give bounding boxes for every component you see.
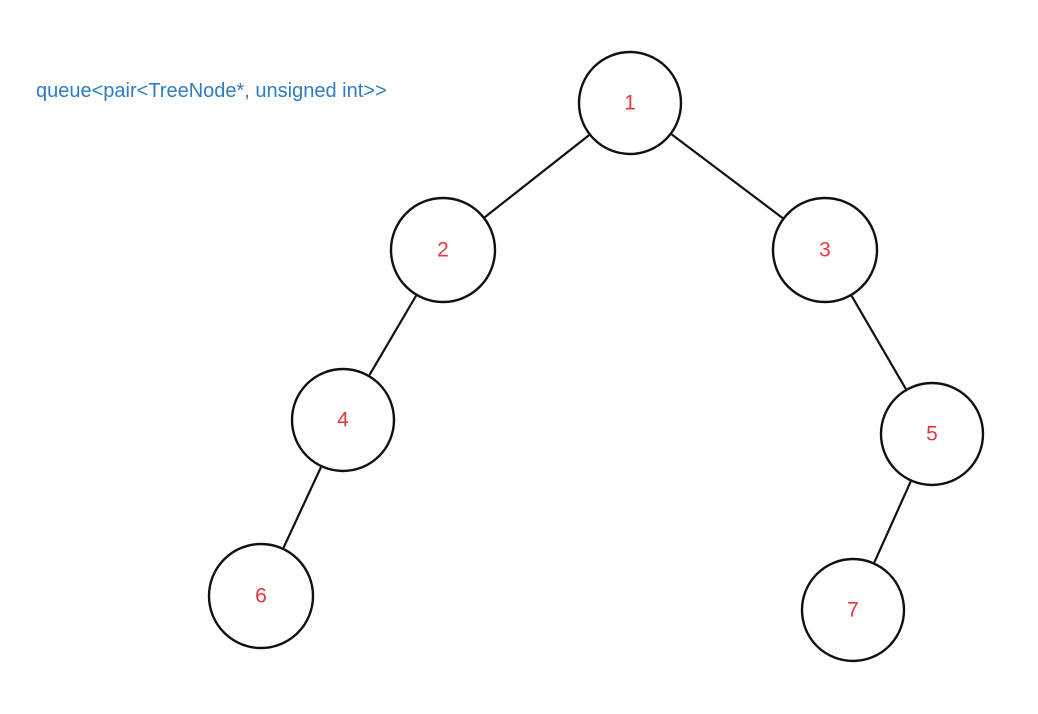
tree-node-3: 3 — [771, 196, 879, 304]
node-circle — [207, 542, 315, 650]
node-circle — [577, 50, 683, 156]
node-circle — [879, 381, 985, 487]
node-label: 1 — [624, 92, 636, 115]
edge-n5-n7 — [873, 481, 912, 563]
node-label: 5 — [926, 423, 938, 446]
queue-type-caption: queue<pair<TreeNode*, unsigned int>> — [36, 80, 387, 102]
tree-node-7: 7 — [800, 557, 906, 663]
node-circle — [800, 557, 906, 663]
node-label: 4 — [337, 409, 349, 432]
node-circle — [290, 367, 396, 473]
tree-nodes: 1 2 3 4 5 6 7 — [207, 50, 985, 663]
edge-n2-n4 — [368, 295, 417, 376]
node-label: 6 — [255, 585, 267, 608]
tree-node-6: 6 — [207, 542, 315, 650]
node-circle — [389, 196, 497, 304]
tree-node-4: 4 — [290, 367, 396, 473]
node-circle — [771, 196, 879, 304]
edge-n4-n6 — [282, 466, 322, 549]
tree-node-2: 2 — [389, 196, 497, 304]
edge-n3-n5 — [850, 295, 907, 390]
tree-node-5: 5 — [879, 381, 985, 487]
tree-node-1: 1 — [577, 50, 683, 156]
node-label: 3 — [819, 239, 831, 262]
tree-edges — [282, 133, 912, 563]
node-label: 7 — [847, 599, 859, 622]
edge-n1-n2 — [484, 134, 590, 218]
node-label: 2 — [437, 239, 449, 262]
edge-n1-n3 — [671, 133, 784, 219]
